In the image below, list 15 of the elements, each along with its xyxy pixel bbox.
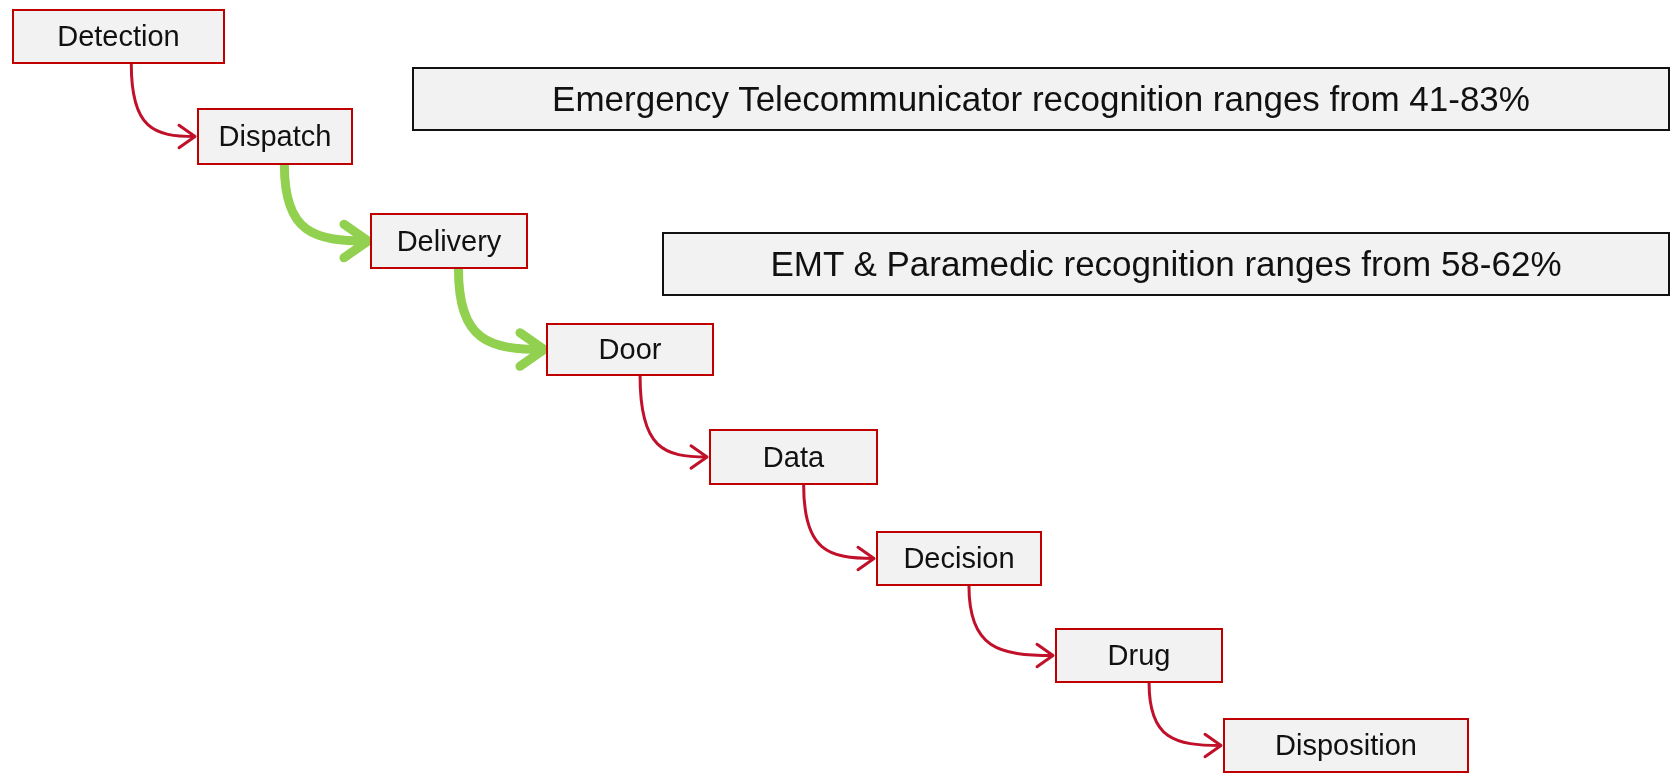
note-box: Emergency Telecommunicator recognition ranges from 41-83% xyxy=(412,67,1670,131)
arrow xyxy=(638,375,709,470)
arrow xyxy=(967,585,1055,668)
arrow xyxy=(1147,682,1223,758)
process-box: Delivery xyxy=(370,213,528,269)
process-box: Drug xyxy=(1055,628,1223,683)
arrow xyxy=(129,63,197,149)
process-box: Dispatch xyxy=(197,108,353,165)
process-box: Data xyxy=(709,429,878,485)
note-box: EMT & Paramedic recognition ranges from 58-62% xyxy=(662,232,1670,296)
process-box: Disposition xyxy=(1223,718,1469,773)
process-box: Door xyxy=(546,323,714,376)
arrow xyxy=(802,484,876,571)
process-box: Decision xyxy=(876,531,1042,586)
process-box: Detection xyxy=(12,9,225,64)
